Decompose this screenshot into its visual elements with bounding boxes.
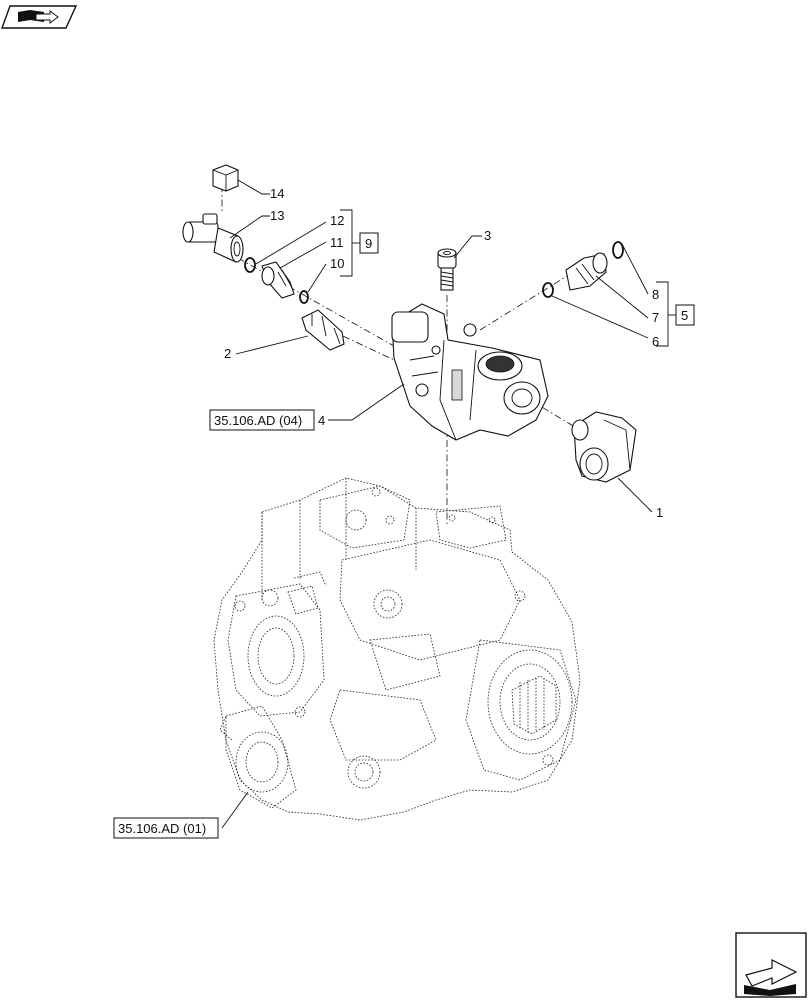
callout-8[interactable]: 8 xyxy=(652,287,659,302)
next-page-arrow-icon[interactable] xyxy=(735,932,807,998)
reference-label-top[interactable]: 35.106.AD (04) xyxy=(214,413,302,428)
callout-3[interactable]: 3 xyxy=(484,228,491,243)
callout-10[interactable]: 10 xyxy=(330,256,344,271)
part-14-nut xyxy=(212,164,239,192)
callout-4[interactable]: 4 xyxy=(318,413,325,428)
reference-label-bottom[interactable]: 35.106.AD (01) xyxy=(118,821,206,836)
part-2-plug xyxy=(301,309,345,351)
callout-13[interactable]: 13 xyxy=(270,208,284,223)
leader-lines xyxy=(221,179,653,829)
callout-7[interactable]: 7 xyxy=(652,310,659,325)
callout-12[interactable]: 12 xyxy=(330,213,344,228)
part-6-o-ring xyxy=(542,282,554,298)
reference-box-bottom[interactable] xyxy=(113,817,219,839)
callout-2[interactable]: 2 xyxy=(224,346,231,361)
part-4-control-valve xyxy=(391,303,549,441)
callout-9[interactable]: 9 xyxy=(365,236,372,251)
pump-housing xyxy=(213,477,581,821)
callout-6[interactable]: 6 xyxy=(652,334,659,349)
callout-labels: 1 2 3 4 5 6 7 8 9 10 11 12 13 14 xyxy=(224,186,688,520)
callout-5[interactable]: 5 xyxy=(681,308,688,323)
part-13-tee-fitting xyxy=(182,213,244,263)
part-3-cap-screw xyxy=(437,248,457,291)
bracket-5-group xyxy=(656,281,695,347)
reference-box-top[interactable] xyxy=(209,409,315,431)
part-11-adapter xyxy=(261,261,295,299)
part-12-o-ring xyxy=(244,257,256,273)
part-8-o-ring xyxy=(612,241,624,259)
book-arrow-icon[interactable] xyxy=(1,5,78,29)
part-1-elbow-fitting xyxy=(571,411,637,483)
reference-box-5[interactable] xyxy=(675,304,695,326)
reference-box-9[interactable] xyxy=(359,232,379,254)
callout-1[interactable]: 1 xyxy=(656,505,663,520)
callout-14[interactable]: 14 xyxy=(270,186,284,201)
part-10-o-ring xyxy=(299,290,309,304)
bracket-9-group xyxy=(340,209,379,277)
part-7-adapter xyxy=(565,252,608,291)
callout-11[interactable]: 11 xyxy=(330,235,344,250)
